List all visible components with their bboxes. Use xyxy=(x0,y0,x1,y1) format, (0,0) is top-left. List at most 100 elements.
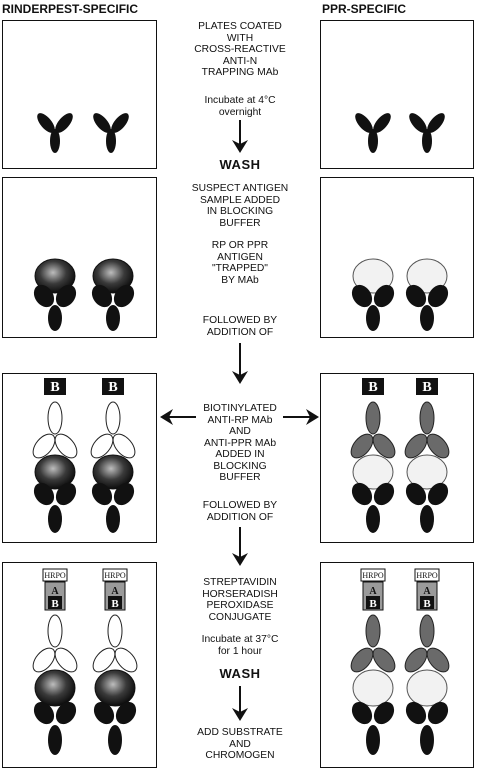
step-text-line: AND xyxy=(229,426,251,437)
step-text-line: PLATES COATED xyxy=(198,21,282,32)
step-text-line: for 1 hour xyxy=(217,645,263,657)
trapping-mab xyxy=(37,113,73,153)
right-arrow-icon xyxy=(283,409,319,425)
ppr-panel-1-trapping-mab xyxy=(320,20,474,169)
hrpo-label: HRPO xyxy=(416,571,438,580)
rinderpest-specific-header: RINDERPEST-SPECIFIC xyxy=(2,2,139,16)
trapping-mab xyxy=(355,113,391,153)
step-text-line: CONJUGATE xyxy=(208,611,272,623)
step-text-line: RP OR PPR xyxy=(211,240,269,251)
step-text-line: ADD SUBSTRATE xyxy=(197,727,283,738)
step-text-line: CROSS-REACTIVE xyxy=(194,44,286,55)
biotin-label: B xyxy=(423,598,431,610)
ppr-panel-2-antigen-trapped xyxy=(320,177,474,338)
down-arrow-icon xyxy=(232,527,248,566)
step-text-line: TRAPPING MAb xyxy=(201,67,279,78)
rp-panel-4-conjugate: HRPO A B HRPO A B xyxy=(2,562,157,768)
avidin-label: A xyxy=(51,586,59,597)
hrpo-label: HRPO xyxy=(104,571,126,580)
rp-panel-3-drawing: B B xyxy=(32,378,136,533)
down-arrow-icon xyxy=(232,343,248,384)
rp-panel-2-antigen-trapped xyxy=(2,177,157,338)
step-2-antigen-trapped: RP OR PPR ANTIGEN "TRAPPED" BY MAb xyxy=(160,240,320,286)
rp-antigen-complex xyxy=(91,258,135,331)
step-text-line: overnight xyxy=(218,106,262,118)
down-arrow-icon xyxy=(232,120,248,153)
biotin-label: B xyxy=(369,598,377,610)
step-text-line: CHROMOGEN xyxy=(205,750,275,761)
trapping-mab xyxy=(409,113,445,153)
wash-1-label: WASH xyxy=(219,157,261,172)
ppr-panel-4-conjugate: HRPO A B HRPO A B xyxy=(320,562,474,768)
step-text-line: IN BLOCKING xyxy=(206,206,274,217)
step-text-line: BY MAb xyxy=(221,274,259,286)
step-text-line: ADDITION OF xyxy=(206,326,274,338)
step-text-line: FOLLOWED BY xyxy=(202,500,278,511)
biotin-label: B xyxy=(111,598,119,610)
step-2-followed-by: FOLLOWED BY ADDITION OF xyxy=(160,315,320,338)
trapping-mab xyxy=(93,113,129,153)
biotin-label: B xyxy=(50,380,59,395)
ppr-specific-header: PPR-SPECIFIC xyxy=(322,2,407,16)
biotin-label: B xyxy=(51,598,59,610)
step-text-line: WITH xyxy=(226,32,254,44)
avidin-label: A xyxy=(111,586,119,597)
step-text-line: ANTIGEN xyxy=(217,251,263,263)
rp-panel-4-drawing: HRPO A B HRPO A B xyxy=(32,568,138,755)
hrpo-label: HRPO xyxy=(44,571,66,580)
step-text-line: ANTI-PPR MAb xyxy=(203,437,277,449)
step-text-line: FOLLOWED BY xyxy=(202,315,278,326)
step-text-line: Incubate at 4°C xyxy=(204,95,276,106)
ppr-antigen-complex xyxy=(351,258,395,331)
ppr-sandwich: B xyxy=(350,378,396,533)
step-text-line: BIOTINYLATED xyxy=(203,403,277,414)
step-text-line: BUFFER xyxy=(219,472,261,483)
rp-panel-1-drawing xyxy=(37,113,129,153)
step-text-line: SUSPECT ANTIGEN xyxy=(191,183,289,194)
step-text-line: BUFFER xyxy=(219,217,261,229)
step-text-line: STREPTAVIDIN xyxy=(203,577,277,588)
step-text-line: ADDITION OF xyxy=(206,511,274,523)
left-arrow-icon xyxy=(160,409,196,425)
rp-antigen-complex xyxy=(33,258,77,331)
step-4-incubate: Incubate at 37°C for 1 hour xyxy=(160,634,320,657)
step-text-line: "TRAPPED" xyxy=(212,263,268,274)
rp-panel-2-drawing xyxy=(33,258,135,331)
ppr-panel-1-drawing xyxy=(355,113,445,153)
ppr-sandwich: B xyxy=(404,378,450,533)
step-3-followed-by: FOLLOWED BY ADDITION OF xyxy=(160,500,320,523)
ppr-detection-complex: HRPO A B xyxy=(404,568,450,755)
step-text-line: BLOCKING xyxy=(213,460,267,472)
rp-panel-3-biotinylated-mab: B B xyxy=(2,373,157,543)
biotin-label: B xyxy=(108,380,117,395)
step-1-plates-coated: PLATES COATED WITH CROSS-REACTIVE ANTI-N… xyxy=(160,21,320,79)
avidin-label: A xyxy=(423,586,431,597)
rp-panel-1-trapping-mab xyxy=(2,20,157,169)
rp-detection-complex: HRPO A B xyxy=(92,568,138,755)
step-text-line: ANTI-RP MAb xyxy=(207,414,273,426)
step-3-biotinylated-mab: BIOTINYLATED ANTI-RP MAb AND ANTI-PPR MA… xyxy=(160,403,320,484)
step-text-line: ADDED IN xyxy=(215,449,265,460)
biotin-label: B xyxy=(422,380,431,395)
rp-sandwich: B xyxy=(32,378,78,533)
step-text-line: AND xyxy=(229,738,251,750)
ppr-panel-4-drawing: HRPO A B HRPO A B xyxy=(350,568,450,755)
step-1-incubate: Incubate at 4°C overnight xyxy=(160,95,320,118)
step-text-line: PEROXIDASE xyxy=(206,600,274,611)
ppr-panel-3-drawing: B B xyxy=(350,378,450,533)
rp-detection-complex: HRPO A B xyxy=(32,568,78,755)
step-text-line: HORSERADISH xyxy=(202,588,278,600)
step-text-line: ANTI-N xyxy=(222,55,258,67)
step-text-line: Incubate at 37°C xyxy=(201,634,279,645)
step-text-line: SAMPLE ADDED xyxy=(199,194,281,206)
rp-sandwich: B xyxy=(90,378,136,533)
ppr-antigen-complex xyxy=(405,258,449,331)
step-4-conjugate: STREPTAVIDIN HORSERADISH PEROXIDASE CONJ… xyxy=(160,577,320,623)
avidin-label: A xyxy=(369,586,377,597)
hrpo-label: HRPO xyxy=(362,571,384,580)
wash-2-label: WASH xyxy=(219,666,261,681)
ppr-detection-complex: HRPO A B xyxy=(350,568,396,755)
ppr-panel-3-biotinylated-mab: B B xyxy=(320,373,474,543)
ppr-panel-2-drawing xyxy=(351,258,449,331)
step-2-antigen-added: SUSPECT ANTIGEN SAMPLE ADDED IN BLOCKING… xyxy=(160,183,320,229)
